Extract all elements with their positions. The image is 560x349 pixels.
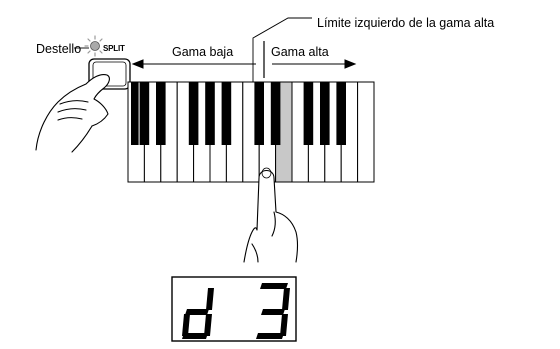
display-digit-d xyxy=(182,288,214,339)
flash-label: Destello xyxy=(36,42,82,56)
black-key[interactable] xyxy=(131,82,139,145)
split-button-label: SPLIT xyxy=(103,44,125,53)
pressing-hand-icon xyxy=(35,74,110,153)
black-key[interactable] xyxy=(336,82,346,145)
black-key[interactable] xyxy=(254,82,264,145)
high-range-label: Gama alta xyxy=(271,45,329,59)
display-digit-3 xyxy=(256,283,290,339)
black-key[interactable] xyxy=(188,82,199,145)
black-key[interactable] xyxy=(221,82,232,145)
split-point-leader xyxy=(252,17,312,98)
low-range-label: Gama baja xyxy=(172,45,234,59)
led-display xyxy=(171,276,297,342)
black-key[interactable] xyxy=(156,82,166,145)
black-key[interactable] xyxy=(205,82,215,145)
black-key[interactable] xyxy=(303,82,314,145)
finger-hand-icon xyxy=(243,167,299,263)
black-key[interactable] xyxy=(139,82,150,145)
split-point-label: Límite izquierdo de la gama alta xyxy=(317,16,495,30)
flash-led-icon xyxy=(84,35,103,57)
black-key[interactable] xyxy=(270,82,281,145)
high-range-arrow xyxy=(272,59,357,69)
black-key[interactable] xyxy=(320,82,330,145)
keyboard xyxy=(127,81,375,183)
low-range-arrow xyxy=(131,59,256,69)
white-key[interactable] xyxy=(357,81,375,183)
